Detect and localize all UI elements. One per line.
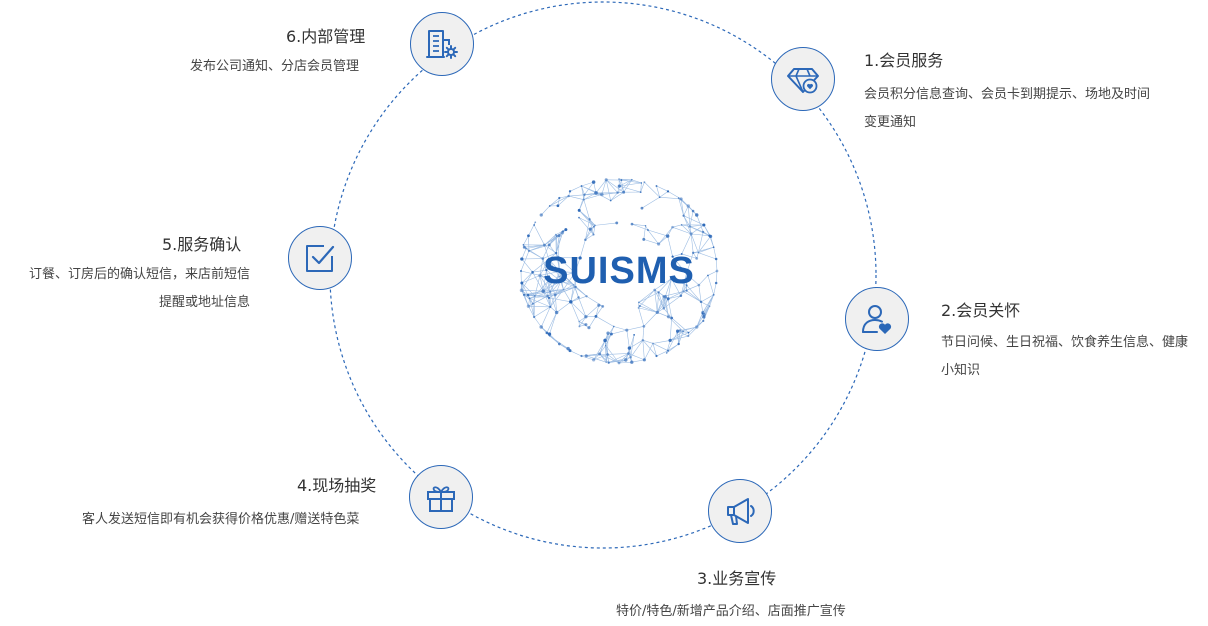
lucky-draw-desc: 客人发送短信即有机会获得价格优惠/赠送特色菜	[82, 506, 392, 534]
gift-icon	[423, 479, 459, 515]
member-care-desc: 节日问候、生日祝福、饮食养生信息、健康 小知识	[941, 329, 1208, 385]
member-care-node[interactable]	[845, 287, 909, 351]
center-globe: SUISMS	[516, 168, 722, 374]
member-service-title: 1.会员服务	[864, 47, 943, 71]
center-logo: SUISMS	[516, 168, 722, 374]
megaphone-icon	[722, 493, 758, 529]
user-heart-icon	[859, 301, 895, 337]
desc-line: 小知识	[941, 357, 1208, 385]
internal-mgmt-node[interactable]	[410, 12, 474, 76]
business-promo-desc: 特价/特色/新增产品介绍、店面推广宣传	[616, 598, 896, 626]
business-promo-title: 3.业务宣传	[697, 565, 776, 589]
building-gear-icon	[424, 26, 460, 62]
lucky-draw-title: 4.现场抽奖	[297, 472, 376, 496]
lucky-draw-node[interactable]	[409, 465, 473, 529]
service-confirm-desc: 订餐、订房后的确认短信，来店前短信 提醒或地址信息	[0, 261, 250, 317]
service-confirm-node[interactable]	[288, 226, 352, 290]
internal-mgmt-title: 6.内部管理	[286, 23, 365, 47]
desc-line: 客人发送短信即有机会获得价格优惠/赠送特色菜	[82, 506, 392, 534]
desc-line: 节日问候、生日祝福、饮食养生信息、健康	[941, 329, 1208, 357]
desc-line: 变更通知	[864, 109, 1184, 137]
desc-line: 发布公司通知、分店会员管理	[190, 53, 380, 81]
member-service-desc: 会员积分信息查询、会员卡到期提示、场地及时间 变更通知	[864, 81, 1184, 137]
diamond-heart-icon	[785, 61, 821, 97]
desc-line: 订餐、订房后的确认短信，来店前短信	[0, 261, 250, 289]
desc-line: 提醒或地址信息	[0, 289, 250, 317]
desc-line: 特价/特色/新增产品介绍、店面推广宣传	[616, 598, 896, 626]
member-service-node[interactable]	[771, 47, 835, 111]
internal-mgmt-desc: 发布公司通知、分店会员管理	[190, 53, 380, 81]
member-care-title: 2.会员关怀	[941, 297, 1020, 321]
business-promo-node[interactable]	[708, 479, 772, 543]
service-confirm-title: 5.服务确认	[162, 231, 241, 255]
desc-line: 会员积分信息查询、会员卡到期提示、场地及时间	[864, 81, 1184, 109]
checkbox-icon	[302, 240, 338, 276]
